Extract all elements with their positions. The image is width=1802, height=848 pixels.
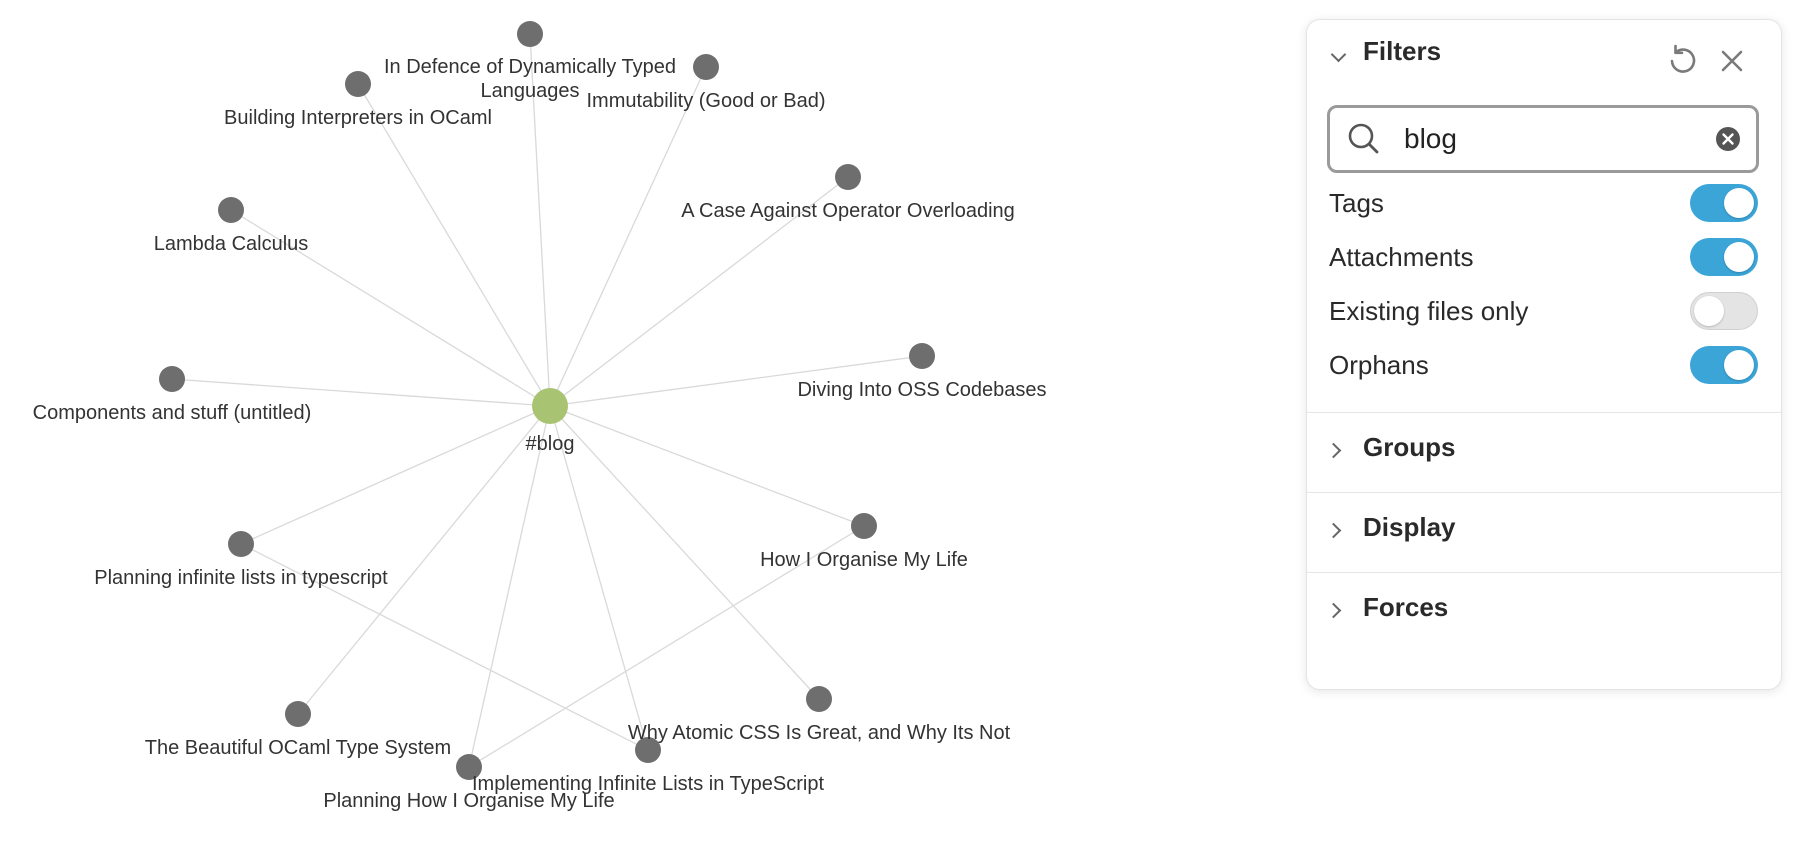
toggle-label-existing-files: Existing files only	[1329, 296, 1529, 326]
section-title-groups: Groups	[1363, 432, 1456, 462]
graph-node[interactable]	[806, 686, 832, 712]
graph-node[interactable]	[228, 531, 254, 557]
search-field[interactable]	[1327, 105, 1759, 173]
graph-edge	[549, 405, 865, 527]
section-display[interactable]: Display	[1307, 493, 1781, 571]
section-forces[interactable]: Forces	[1307, 573, 1781, 651]
graph-node[interactable]	[851, 513, 877, 539]
divider	[1307, 492, 1781, 493]
graph-node[interactable]	[835, 164, 861, 190]
divider	[1307, 572, 1781, 573]
graph-node-label[interactable]: A Case Against Operator Overloading	[681, 200, 1015, 222]
chevron-down-icon[interactable]	[1330, 46, 1347, 63]
graph-node-label[interactable]: Immutability (Good or Bad)	[586, 90, 826, 112]
graph-edge	[549, 355, 923, 407]
chevron-right-icon	[1325, 602, 1342, 619]
section-groups[interactable]: Groups	[1307, 413, 1781, 491]
graph-node-label[interactable]: Planning How I Organise My Life	[323, 790, 615, 812]
graph-node-label[interactable]: In Defence of Dynamically Typed Language…	[383, 56, 676, 102]
graph-node-label[interactable]: Why Atomic CSS Is Great, and Why Its Not	[627, 722, 1011, 744]
graph-edge	[549, 405, 820, 700]
toggle-knob	[1724, 188, 1754, 218]
graph-edge	[549, 405, 649, 751]
reset-button[interactable]	[1663, 41, 1703, 81]
graph-node-label[interactable]: How I Organise My Life	[760, 549, 968, 571]
graph-edge	[549, 66, 707, 407]
graph-node-label[interactable]: Building Interpreters in OCaml	[224, 107, 492, 129]
graph-edge	[549, 176, 849, 407]
toggle-label-orphans: Orphans	[1329, 350, 1429, 380]
graph-node[interactable]	[159, 366, 185, 392]
clear-search-button[interactable]	[1714, 125, 1742, 153]
tags-toggle[interactable]	[1690, 184, 1758, 222]
graph-node[interactable]	[285, 701, 311, 727]
graph-node-label[interactable]: Planning infinite lists in typescript	[94, 567, 388, 589]
graph-nodes	[159, 21, 935, 780]
reset-icon	[1670, 44, 1696, 73]
graph-node[interactable]	[456, 754, 482, 780]
graph-node[interactable]	[635, 737, 661, 763]
graph-edge	[230, 209, 551, 407]
toggle-label-attachments: Attachments	[1329, 242, 1474, 272]
close-button[interactable]	[1712, 41, 1752, 81]
graph-node[interactable]	[218, 197, 244, 223]
attachments-toggle[interactable]	[1690, 238, 1758, 276]
filters-header[interactable]: Filters	[1307, 20, 1781, 98]
toggle-row-existing-files: Existing files only	[1307, 284, 1781, 340]
graph-edge	[240, 405, 551, 545]
graph-node-label-tag[interactable]: #blog	[525, 433, 575, 455]
toggle-row-attachments: Attachments	[1307, 230, 1781, 286]
graph-edge	[240, 543, 649, 751]
graph-node-tag-blog[interactable]	[532, 388, 568, 424]
divider	[1307, 412, 1781, 413]
search-icon	[1348, 123, 1379, 154]
graph-edges	[171, 33, 923, 768]
toggle-row-tags: Tags	[1307, 176, 1781, 232]
graph-node-label[interactable]: The Beautiful OCaml Type System	[144, 737, 452, 759]
section-title-display: Display	[1363, 512, 1456, 542]
section-title-forces: Forces	[1363, 592, 1449, 622]
graph-node-label[interactable]: Diving Into OSS Codebases	[797, 379, 1047, 401]
toggle-knob	[1724, 350, 1754, 380]
graph-edge	[468, 405, 551, 768]
toggle-label-tags: Tags	[1329, 188, 1384, 218]
graph-node[interactable]	[909, 343, 935, 369]
clear-icon	[1716, 127, 1740, 151]
search-input[interactable]	[1404, 118, 1704, 160]
filters-title: Filters	[1363, 36, 1442, 66]
toggle-knob	[1724, 242, 1754, 272]
graph-node-label[interactable]: Lambda Calculus	[153, 233, 309, 255]
graph-node[interactable]	[345, 71, 371, 97]
filters-panel: Filters Tags Attachm	[1306, 19, 1782, 690]
existing-files-only-toggle[interactable]	[1690, 292, 1758, 330]
close-icon	[1721, 50, 1743, 72]
graph-edge	[357, 83, 551, 407]
orphans-toggle[interactable]	[1690, 346, 1758, 384]
graph-node-label[interactable]: Components and stuff (untitled)	[32, 402, 312, 424]
graph-edge	[468, 525, 865, 768]
graph-node-label[interactable]: Implementing Infinite Lists in TypeScrip…	[471, 773, 825, 795]
chevron-right-icon	[1325, 522, 1342, 539]
graph-edge	[171, 378, 551, 407]
graph-edge	[297, 405, 551, 715]
graph-edge	[529, 33, 551, 407]
toggle-knob	[1694, 296, 1724, 326]
graph-node[interactable]	[517, 21, 543, 47]
chevron-right-icon	[1325, 442, 1342, 459]
graph-node[interactable]	[693, 54, 719, 80]
toggle-row-orphans: Orphans	[1307, 338, 1781, 394]
